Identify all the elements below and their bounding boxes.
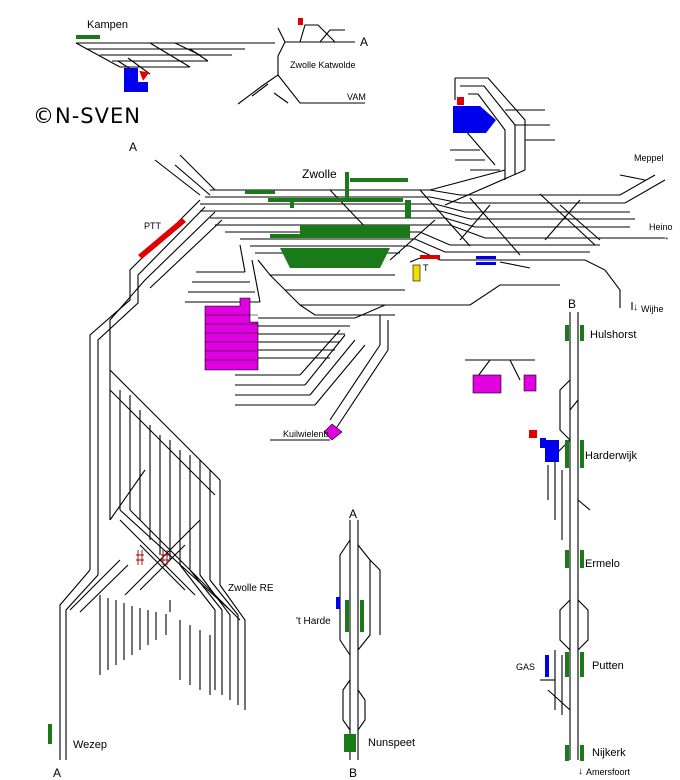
label-nunspeet: Nunspeet [368, 737, 416, 749]
label-wezep: Wezep [73, 739, 108, 751]
down-arrow-icon-amersfoort: ↓ [578, 766, 583, 777]
copyright-mark: ©N-SVEN [33, 104, 141, 128]
label-putten: Putten [592, 660, 624, 672]
signals [138, 18, 537, 438]
kampen-area [75, 24, 365, 105]
label-zwolle-re: Zwolle RE [228, 583, 274, 594]
label-gas: GAS [516, 662, 536, 672]
label-t-mark: T [423, 263, 429, 273]
down-arrow-icon: ↓ [633, 302, 638, 313]
label-zwolle: Zwolle [302, 167, 337, 181]
nunspeet-line [339, 520, 381, 760]
label-wijhe: Wijhe [641, 304, 664, 314]
label-zwolle-katwolde: Zwolle Katwolde [290, 60, 356, 70]
label-heino: Heino [649, 222, 673, 232]
markers [412, 264, 421, 282]
line-marker-a-zwolle: A [129, 140, 138, 154]
line-marker-b-right-top: B [568, 297, 577, 311]
label-vam: VAM [347, 92, 366, 102]
label-t-harde: 't Harde [296, 616, 331, 627]
platforms [48, 35, 584, 761]
level-crossings [136, 550, 169, 565]
label-ptt: PTT [144, 221, 161, 231]
label-amersfoort: Amersfoort [586, 767, 631, 777]
label-nijkerk: Nijkerk [592, 747, 626, 759]
yards [204, 297, 537, 441]
line-marker-a-bottom: A [53, 766, 62, 780]
label-harderwijk: Harderwijk [585, 450, 637, 462]
label-kampen: Kampen [87, 19, 128, 31]
line-marker-b-nunspeet-bottom: B [349, 766, 358, 780]
label-kuilwielenb: Kuilwielenb [283, 429, 329, 439]
east-arrow-icon: → [660, 232, 670, 243]
label-meppel: Meppel [634, 153, 664, 163]
buildings [124, 68, 559, 677]
line-marker-a-kampen: A [360, 35, 369, 49]
label-hulshorst: Hulshorst [590, 329, 637, 341]
label-ermelo: Ermelo [585, 558, 620, 570]
line-marker-a-nunspeet-top: A [349, 507, 358, 521]
